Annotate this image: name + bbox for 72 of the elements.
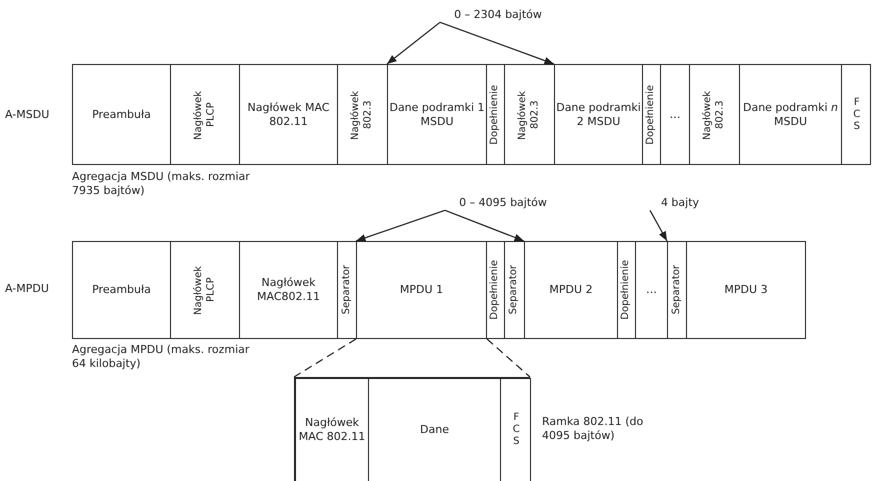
field-label: Dane [420,423,449,437]
frame-field [337,64,388,165]
field-label: Dopełnienie [489,260,502,320]
field-label: Nagłówek MAC802.11 [256,276,321,304]
frame-field [686,241,806,339]
field-label: Dopełnienie [489,84,502,144]
frame-field [500,378,531,481]
frame-field [739,64,842,165]
field-label: Nagłówek PLCP [192,264,217,317]
frame-field [635,241,668,339]
field-label: Separator [340,265,353,315]
size-label: 4 bajty [650,196,710,210]
frame-field [486,241,505,339]
field-label: Nagłówek PLCP [192,88,217,142]
field-label: MPDU 2 [549,283,593,297]
size-label: 0 – 2304 bajtów [440,8,556,22]
field-label: Preambuła [92,283,151,297]
field-label: Dane podramki 2 MSDU [555,100,642,128]
frame-field [170,64,240,165]
field-label: Dopełnienie [620,260,632,320]
frame-caption: Ramka 802.11 (do 4095 bajtów) [542,415,644,444]
frame-field [170,241,240,339]
field-label: Nagłówek MAC 802.11 [298,416,366,444]
arrow [386,22,440,64]
arrow [356,210,446,242]
row-label: A-MSDU [5,108,50,122]
field-label: Separator [508,265,520,315]
frame-field [72,64,171,165]
field-label: Nagłówek 802.3 [517,88,542,142]
frame-field [239,241,338,339]
frame-field [524,241,618,339]
field-label: Nagłówek 802.3 [350,88,374,142]
caption-text: Agregacja MPDU (maks. rozmiar 64 kilobajty) [72,343,250,372]
field-label: Dane podramki n MSDU [742,100,840,128]
dashed-line [294,338,356,378]
frame-field [368,378,501,481]
dashed-line [486,338,530,378]
frame-field [554,64,643,165]
frame-field [356,241,487,339]
frame-field [486,64,505,165]
frame-field [504,241,525,339]
frame-field [841,64,871,165]
caption-text: Agregacja MSDU (maks. rozmiar 7935 bajtów) [72,170,251,199]
field-label: FCS [850,96,862,132]
frame-field [689,64,740,165]
arrow [649,210,668,242]
frame-field [617,241,636,339]
frame-field [504,64,555,165]
field-label: MPDU 1 [400,283,444,297]
frame-field [337,241,357,339]
size-label: 0 – 4095 bajtów [445,196,561,210]
frame-field [239,64,338,165]
frame-field [387,64,487,165]
field-label: FCS [510,412,522,448]
field-label: … [670,108,680,122]
field-label: Dopełnienie [645,84,658,144]
frame-field [295,378,369,481]
arrow [440,22,554,65]
frame-field [667,241,687,339]
field-label: Nagłówek MAC 802.11 [246,100,330,128]
frame-field [660,64,690,165]
field-label: Preambuła [92,108,151,122]
field-label: Separator [670,265,683,315]
frame-field [72,241,171,339]
field-label: Nagłówek 802.3 [702,88,726,142]
row-label: A-MPDU [5,282,49,296]
field-label: Dane podramki 1 MSDU [388,100,486,128]
arrow [444,210,524,242]
frame-outline [294,377,530,481]
field-label: MPDU 3 [724,283,768,297]
field-label: … [646,283,657,297]
frame-field [642,64,661,165]
